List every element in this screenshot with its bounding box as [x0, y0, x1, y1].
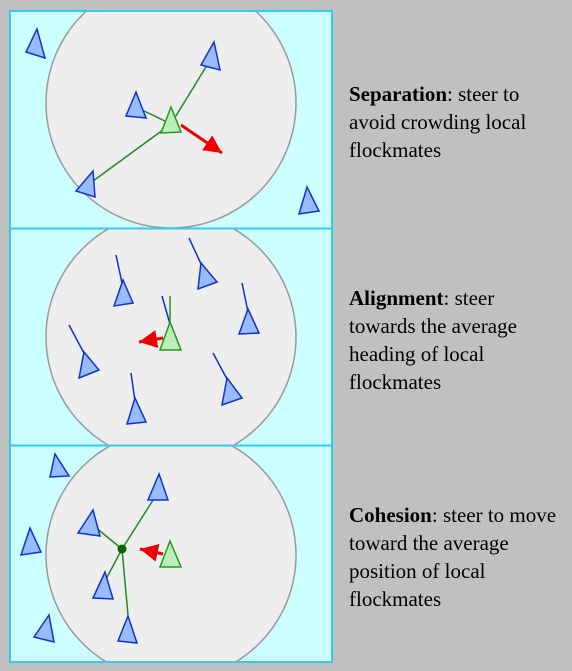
separation-caption: Separation: steer to avoid crowding loca…	[349, 80, 564, 164]
heading-line-icon	[68, 324, 86, 356]
flockmate-triangle-icon	[221, 376, 244, 407]
cohesion-caption: Cohesion: steer to move toward the avera…	[349, 501, 564, 613]
flockmate-triangle-icon	[146, 471, 170, 501]
connector-line	[94, 526, 123, 550]
rule-name: Alignment	[349, 286, 444, 310]
flockmate-triangle-icon	[91, 569, 115, 600]
flockmate-triangle-icon	[78, 350, 101, 380]
focal-boid-triangle-icon	[158, 538, 183, 568]
flockmate-triangle-icon	[199, 39, 221, 72]
flockmate-triangle-icon	[24, 26, 47, 60]
flockmate-triangle-icon	[125, 395, 148, 425]
flockmate-triangle-icon	[237, 307, 261, 335]
heading-line-icon	[115, 254, 123, 284]
flockmate-triangle-icon	[49, 452, 71, 478]
flockmate-triangle-icon	[74, 169, 96, 199]
connector-line	[88, 123, 172, 185]
flockmate-triangle-icon	[116, 613, 139, 644]
heading-line-icon	[188, 237, 203, 267]
red-steer-arrow-icon	[139, 544, 164, 562]
flockmate-triangle-icon	[76, 508, 102, 537]
red-steer-arrow-icon	[138, 330, 164, 348]
flockmate-triangle-icon	[32, 613, 55, 644]
focal-boid-triangle-icon	[159, 104, 183, 134]
heading-line-icon	[130, 372, 136, 402]
alignment-caption: Alignment: steer towards the average hea…	[349, 284, 564, 396]
separation-panel	[10, 11, 332, 228]
connector-line	[170, 61, 210, 125]
panel-outer-border	[9, 10, 333, 663]
connector-line	[121, 548, 129, 616]
flockmate-triangle-icon	[124, 89, 148, 119]
rule-name: Cohesion	[349, 503, 432, 527]
heading-line-icon	[241, 282, 249, 313]
flockmate-triangle-icon	[197, 261, 219, 291]
alignment-panel	[10, 229, 332, 445]
rule-description: : steer to avoid crowding local flockmat…	[349, 82, 527, 162]
heading-line-icon	[212, 352, 229, 382]
cohesion-panel	[10, 446, 332, 662]
red-steer-arrow-icon	[180, 123, 223, 155]
rule-name: Separation	[349, 82, 448, 106]
centroid-dot-icon	[117, 544, 127, 554]
connector-line	[121, 496, 156, 550]
flockmate-triangle-icon	[297, 184, 321, 215]
focal-boid-triangle-icon	[158, 319, 183, 351]
flockmate-triangle-icon	[19, 525, 43, 556]
rule-description: : steer to move toward the average posit…	[349, 503, 557, 611]
heading-line-icon	[161, 295, 171, 325]
flockmate-triangle-icon	[112, 277, 135, 307]
rule-description: : steer towards the average heading of l…	[349, 286, 517, 394]
